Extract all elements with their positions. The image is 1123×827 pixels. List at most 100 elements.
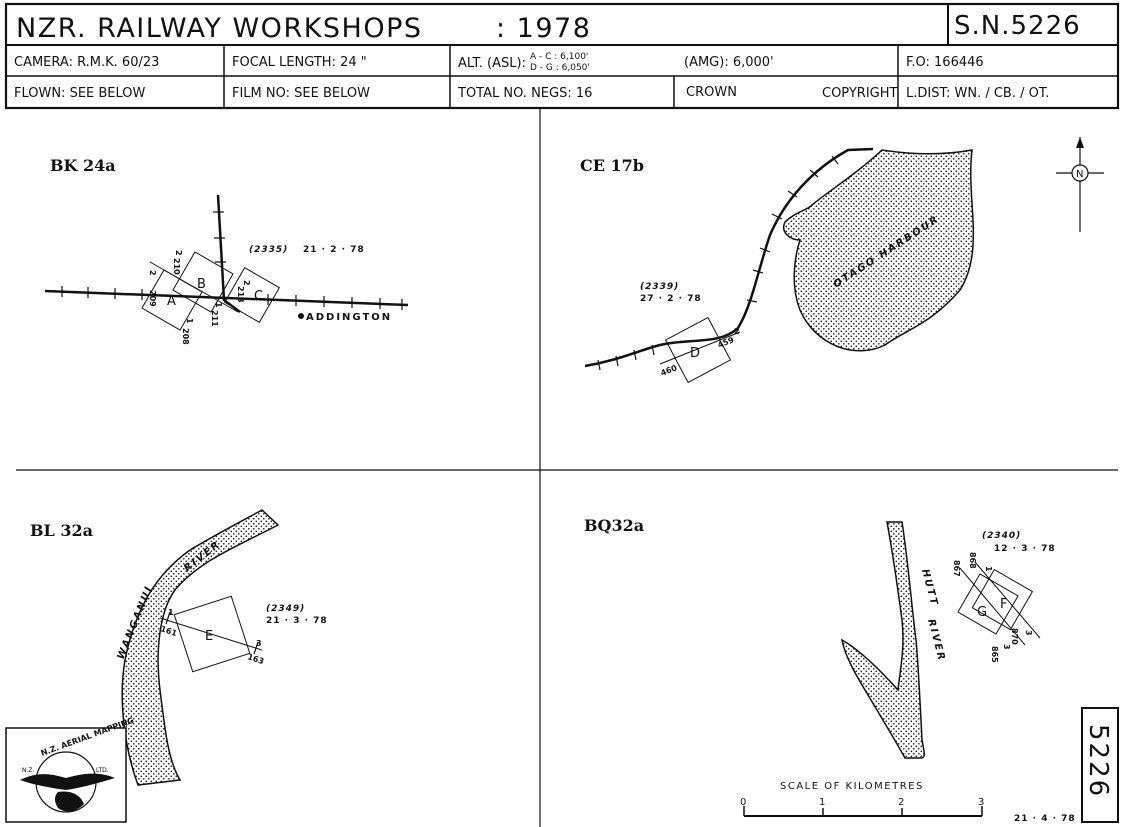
photo-label-e: E	[205, 629, 213, 644]
harbour-water	[783, 149, 975, 352]
logo-suffix: LTD.	[96, 767, 109, 774]
photo-label-g: G	[977, 605, 987, 620]
amg-field: (AMG): 6,000'	[684, 55, 774, 70]
photo-footprint-f	[971, 568, 1034, 631]
photo-footprint-b	[172, 251, 234, 313]
wings-icon	[20, 773, 115, 790]
flight-line	[659, 331, 741, 365]
logo-subtext: N.Z.	[22, 767, 35, 774]
river-label-river: RIVER	[925, 618, 947, 663]
nz-islands-icon	[55, 791, 84, 812]
flight-line	[974, 561, 1041, 639]
frame-number: 211	[210, 310, 219, 327]
panel-label: BK 24a	[50, 156, 116, 175]
wanganui-river	[121, 509, 280, 786]
total-negs-field: TOTAL NO. NEGS: 16	[457, 86, 592, 101]
altitude-label: ALT. (ASL):	[458, 56, 526, 71]
run-number: (2349)	[266, 604, 305, 614]
run-mark: 3	[1024, 630, 1033, 636]
photo-label-f: F	[1000, 597, 1007, 612]
scale-tick-label: 1	[819, 797, 827, 808]
scale-tick-label: 3	[978, 797, 986, 808]
run-number: (2339)	[640, 282, 679, 292]
run-mark: 3	[1002, 644, 1011, 650]
run-mark: 1	[185, 318, 194, 324]
panel-label: BL 32a	[30, 521, 93, 540]
run-mark: 2	[734, 327, 740, 336]
issue-date: 21 · 4 · 78	[1014, 814, 1076, 824]
photo-footprint-d	[664, 316, 732, 384]
flight-date: 21 · 3 · 78	[266, 616, 328, 626]
crown-text: CROWN	[686, 85, 737, 100]
north-arrow-icon: N	[1056, 137, 1104, 232]
photo-label-d: D	[690, 346, 700, 361]
frame-tick	[253, 641, 259, 655]
scale-bar: SCALE OF KILOMETRES 0 1 2 3	[740, 781, 986, 817]
fo-field: F.O: 166446	[906, 55, 984, 70]
run-mark: 2	[174, 250, 183, 256]
hutt-river	[840, 521, 926, 759]
flight-date: 27 · 2 · 78	[640, 294, 702, 304]
frame-number: 210	[172, 258, 181, 275]
flown-field: FLOWN: SEE BELOW	[14, 86, 146, 101]
header-border	[4, 2, 1120, 110]
frame-number: 865	[990, 646, 999, 663]
flight-line	[149, 261, 239, 313]
run-mark: 1	[168, 608, 174, 617]
location-dot	[298, 313, 304, 319]
frame-number: 209	[148, 290, 157, 307]
frame-number: 163	[246, 652, 265, 666]
frame-number: 867	[952, 560, 961, 577]
header-table: NZR. RAILWAY WORKSHOPS : 1978 S.N.5226 C…	[4, 2, 1120, 110]
run-mark: 2	[148, 270, 157, 276]
l-dist-field: L.DIST: WN. / CB. / OT.	[906, 86, 1049, 101]
camera-field: CAMERA: R.M.K. 60/23	[14, 55, 159, 70]
photo-label-c: C	[254, 289, 263, 304]
north-label: N	[1076, 169, 1083, 180]
sheet-title: NZR. RAILWAY WORKSHOPS	[16, 13, 423, 44]
run-mark: 1	[214, 302, 223, 308]
flight-date: 12 · 3 · 78	[994, 544, 1056, 554]
sheet-number-vertical: 5226	[1083, 724, 1113, 798]
sheet-year: : 1978	[496, 13, 591, 44]
photo-footprint-c	[223, 266, 281, 324]
panel-ce17b: CE 17b OTAGO HARBOUR D	[580, 137, 1104, 384]
photo-footprint-e	[173, 595, 251, 673]
frame-number: 870	[1010, 628, 1019, 645]
frame-number: 161	[159, 624, 178, 638]
focal-length-field: FOCAL LENGTH: 24 "	[232, 55, 367, 70]
scale-tick-label: 0	[740, 797, 748, 808]
frame-tick	[165, 611, 171, 625]
photo-label-b: B	[197, 277, 206, 292]
film-no-field: FILM NO: SEE BELOW	[232, 86, 370, 101]
run-mark: 1	[984, 566, 993, 572]
panel-label: CE 17b	[580, 156, 644, 175]
sheet-number: S.N.5226	[954, 11, 1081, 41]
scale-tick-label: 2	[898, 797, 906, 808]
altitude-ac: A - C : 6,100'	[530, 52, 588, 62]
frame-number: 213	[236, 286, 245, 303]
panel-label: BQ32a	[584, 516, 644, 535]
company-logo: N.Z. AERIAL MAPPING N.Z. LTD.	[5, 716, 135, 823]
run-number: (2335)	[249, 245, 288, 255]
run-number: (2340)	[982, 531, 1021, 541]
sheet-number-box: 5226	[1081, 707, 1119, 823]
place-label: ADDINGTON	[306, 312, 392, 323]
railway-line	[584, 147, 874, 371]
flight-line	[159, 617, 263, 651]
frame-number: 208	[181, 328, 190, 345]
flight-line	[959, 567, 1026, 646]
altitude-dg: D - G : 6,050'	[530, 63, 590, 73]
copyright-text: COPYRIGHT	[822, 86, 898, 101]
frame-number: 460	[659, 363, 678, 378]
photo-footprint-g	[957, 573, 1019, 635]
frame-number: 868	[968, 552, 977, 569]
photo-label-a: A	[167, 294, 176, 309]
river-label-hutt: HUTT	[919, 568, 940, 608]
run-mark: 2	[242, 280, 251, 286]
flight-date: 21 · 2 · 78	[303, 245, 365, 255]
run-mark: 3	[256, 639, 262, 648]
scale-title: SCALE OF KILOMETRES	[780, 781, 924, 792]
panel-bq32a: BQ32a HUTT RIVER G F 867 868 870 865 1 3…	[584, 516, 1056, 759]
